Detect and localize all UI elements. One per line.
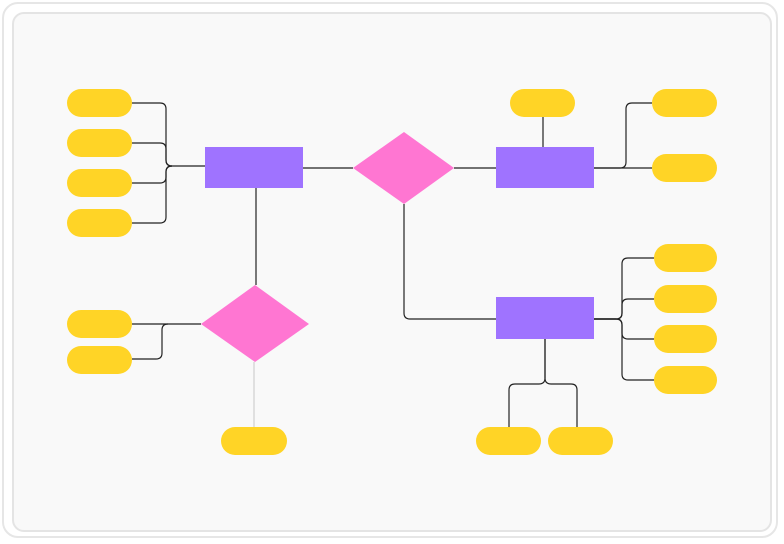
attribute-pill[interactable]: [476, 427, 541, 455]
connector-line: [594, 298, 654, 320]
connector-line: [132, 142, 173, 167]
attributes: [67, 89, 717, 455]
attribute-pill[interactable]: [67, 129, 132, 157]
entity-box[interactable]: [496, 147, 594, 188]
connector-line: [132, 165, 173, 224]
connector-line: [594, 318, 654, 340]
entity-box[interactable]: [496, 297, 594, 339]
relationship-diamond[interactable]: [201, 285, 309, 362]
diagram-canvas: [12, 12, 772, 532]
attribute-pill[interactable]: [654, 325, 717, 353]
attribute-pill[interactable]: [67, 310, 132, 338]
connector-line: [594, 102, 652, 169]
connector-line: [132, 102, 205, 167]
attribute-pill[interactable]: [548, 427, 613, 455]
attribute-pill[interactable]: [654, 285, 717, 313]
relationships: [201, 132, 454, 362]
connector-line: [508, 339, 546, 427]
attribute-pill[interactable]: [67, 346, 132, 374]
connector-line: [544, 339, 578, 427]
connectors: [132, 102, 654, 427]
attribute-pill[interactable]: [652, 154, 717, 182]
attribute-pill[interactable]: [510, 89, 575, 117]
entities: [205, 147, 594, 339]
attribute-pill[interactable]: [652, 89, 717, 117]
connector-line: [594, 318, 654, 381]
connector-line: [132, 323, 169, 360]
connector-line: [594, 257, 654, 320]
attribute-pill[interactable]: [67, 169, 132, 197]
connector-line: [403, 204, 496, 320]
attribute-pill[interactable]: [654, 366, 717, 394]
attribute-pill[interactable]: [654, 244, 717, 272]
attribute-pill[interactable]: [67, 209, 132, 237]
attribute-pill[interactable]: [67, 89, 132, 117]
attribute-pill[interactable]: [221, 427, 287, 455]
entity-box[interactable]: [205, 147, 303, 188]
relationship-diamond[interactable]: [353, 132, 454, 204]
